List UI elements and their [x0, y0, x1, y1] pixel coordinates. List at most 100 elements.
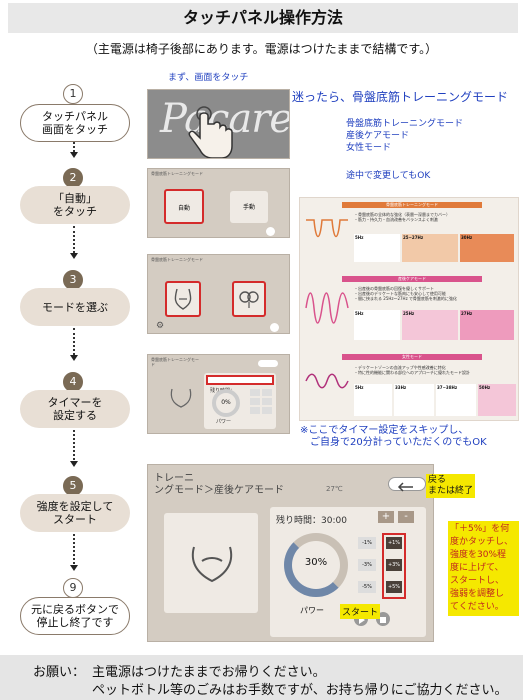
mode1-desc: ・骨盤底筋の全体的な強化（表層～深層までカバー）・筋力・持久力・血流改善をバラン…	[354, 212, 450, 222]
step-9-number: 9	[63, 578, 83, 598]
timer-screen: 骨盤底筋トレーニングモード 残り時間： 0% パワー	[147, 354, 290, 434]
footer: お願い： 主電源はつけたままでお帰りください。 ペットボトル等のごみはお手数です…	[0, 655, 523, 700]
step-connector	[73, 430, 75, 460]
mode3-wave-graphic	[305, 373, 349, 389]
hz-cell: 25Hz	[402, 310, 458, 340]
settings-gear-icon[interactable]: ⚙	[156, 321, 165, 331]
minus-5-button[interactable]	[250, 407, 260, 414]
timer-display: 残り時間：30:00	[276, 516, 347, 526]
plus5-annotation: 「＋5%」を何 度かタッチし、 強度を30%程 度に上げて、 スタートし、 強弱…	[448, 521, 519, 616]
hz-cell: 27Hz	[460, 310, 514, 340]
plus-3-button[interactable]: +3%	[386, 559, 402, 571]
power-label: パワー	[300, 606, 324, 615]
page-title: タッチパネル操作方法	[182, 8, 343, 27]
plus-1-button[interactable]: +1%	[386, 537, 402, 549]
auto-button[interactable]: 自動	[164, 189, 204, 224]
hand-pointer-icon	[188, 106, 233, 158]
step-arrow	[70, 461, 78, 467]
footer-label: お願い：	[33, 665, 86, 680]
power-gauge: 0%	[212, 389, 240, 417]
timer-panel: 残り時間： 0% パワー	[204, 373, 276, 429]
step-connector	[73, 226, 75, 253]
auto-select-screen: 骨盤底筋トレーニングモード 自動 手動	[147, 168, 290, 238]
step-3-label: モードを選ぶ	[20, 288, 130, 326]
step-arrow	[70, 355, 78, 361]
mode3-desc: ・デリケートゾーンの血流アップや性感改善に特化・特に性的機能に関わる部位へのアプ…	[354, 365, 470, 375]
stop-icon	[380, 617, 386, 623]
step-5-label: 強度を設定してスタート	[20, 494, 130, 532]
step-4-number: 4	[63, 372, 83, 392]
hz-cell: 50Hz	[478, 384, 516, 416]
splash-screen[interactable]: Pacare	[147, 89, 290, 159]
power-gauge: 30%	[284, 533, 348, 597]
title-bar: タッチパネル操作方法	[8, 3, 518, 33]
mode2-wave-graphic	[305, 292, 349, 324]
step-connector	[73, 534, 75, 564]
step-5-number: 5	[63, 476, 83, 496]
step-arrow	[70, 253, 78, 259]
pelvis-icon	[191, 546, 233, 583]
mode-info-panel: 骨盤底筋トレーニングモード ・骨盤底筋の全体的な強化（表層～深層までカバー）・筋…	[299, 197, 519, 421]
timer-minus-button[interactable]: -	[398, 511, 414, 523]
mode-icon	[239, 291, 259, 308]
mode2-title: 産後ケアモード	[342, 276, 482, 282]
hz-cell: 25~27Hz	[402, 234, 458, 262]
step-2-number: 2	[63, 168, 83, 188]
hz-cell: 5Hz	[354, 310, 400, 340]
back-button[interactable]	[388, 477, 426, 492]
mode-list: 骨盤底筋トレーニングモード 産後ケアモード 女性モード	[346, 118, 463, 154]
hz-cell: 5Hz	[354, 384, 392, 416]
hz-cell: 30Hz	[460, 234, 514, 262]
hz-cell: 33Hz	[394, 384, 434, 416]
manual-button[interactable]: 手動	[230, 191, 268, 223]
screen-header: トレーニングモード＞産後ケアモード	[154, 473, 284, 496]
step-3-number: 3	[63, 270, 83, 290]
mode1-title: 骨盤底筋トレーニングモード	[342, 202, 482, 208]
step-arrow	[70, 152, 78, 158]
power-label: パワー	[216, 419, 232, 425]
screen-header: 骨盤底筋トレーニングモード	[151, 171, 203, 176]
minus-3-button[interactable]: -3%	[358, 559, 376, 571]
step-connector	[73, 142, 75, 152]
minus-5-button[interactable]: -5%	[358, 581, 376, 593]
pelvis-icon	[174, 288, 192, 310]
next-icon[interactable]	[266, 227, 275, 236]
intensity-screen: トレーニングモード＞産後ケアモード 27℃ 残り時間：30:00 + - 30%…	[147, 464, 434, 642]
step-connector	[73, 328, 75, 355]
step-1-label: タッチパネル画面をタッチ	[20, 104, 130, 142]
mode2-desc: ・出産後の骨盤底筋の回復を優しくサポート・出産後のデリケートな筋肉にも安心して使…	[354, 286, 457, 301]
screen-header: 骨盤底筋トレーニングモード	[151, 357, 199, 367]
plus-5-button[interactable]: +5%	[386, 581, 402, 593]
timer-plus-button[interactable]: +	[378, 511, 394, 523]
timer-field[interactable]: 残り時間：	[206, 375, 274, 394]
plus-3-button[interactable]	[262, 398, 272, 405]
plus-5-button[interactable]	[262, 407, 272, 414]
mode1-wave-graphic	[306, 219, 348, 238]
temperature: 27℃	[326, 485, 343, 493]
mode-item: 産後ケアモード	[346, 131, 410, 141]
footer-line-2: ペットボトル等のごみはお手数ですが、お持ち帰りにご協力ください。	[92, 683, 508, 698]
recommendation-heading: 迷ったら、骨盤底筋トレーニングモード	[292, 90, 509, 104]
intro-note: （主電源は椅子後部にあります。電源はつけたままで結構です。）	[85, 42, 438, 56]
back-button[interactable]	[258, 360, 278, 367]
start-annotation: スタート	[340, 604, 381, 619]
step-9-label: 元に戻るボタンで停止し終了です	[20, 597, 130, 635]
screen-header: 骨盤底筋トレーニングモード	[151, 257, 203, 262]
back-annotation: 戻る または終了	[426, 474, 476, 498]
mode3-title: 女性モード	[342, 354, 482, 360]
hz-cell: 5Hz	[354, 234, 400, 262]
mode-item: 女性モード	[346, 143, 392, 153]
plus-1-button[interactable]	[262, 389, 272, 396]
minus-1-button[interactable]	[250, 389, 260, 396]
plus-buttons-highlight	[382, 533, 406, 599]
footer-line-1: 主電源はつけたままでお帰りください。	[92, 665, 326, 680]
mode-pelvic-button[interactable]	[165, 281, 201, 317]
next-icon[interactable]	[270, 323, 279, 332]
mode-item: 骨盤底筋トレーニングモード	[346, 119, 464, 129]
minus-3-button[interactable]	[250, 398, 260, 405]
step-1-number: 1	[63, 84, 83, 104]
minus-1-button[interactable]: -1%	[358, 537, 376, 549]
mode-select-screen: 骨盤底筋トレーニングモード ⚙	[147, 254, 290, 334]
step-arrow	[70, 565, 78, 571]
mode-postpartum-button[interactable]	[232, 281, 266, 317]
